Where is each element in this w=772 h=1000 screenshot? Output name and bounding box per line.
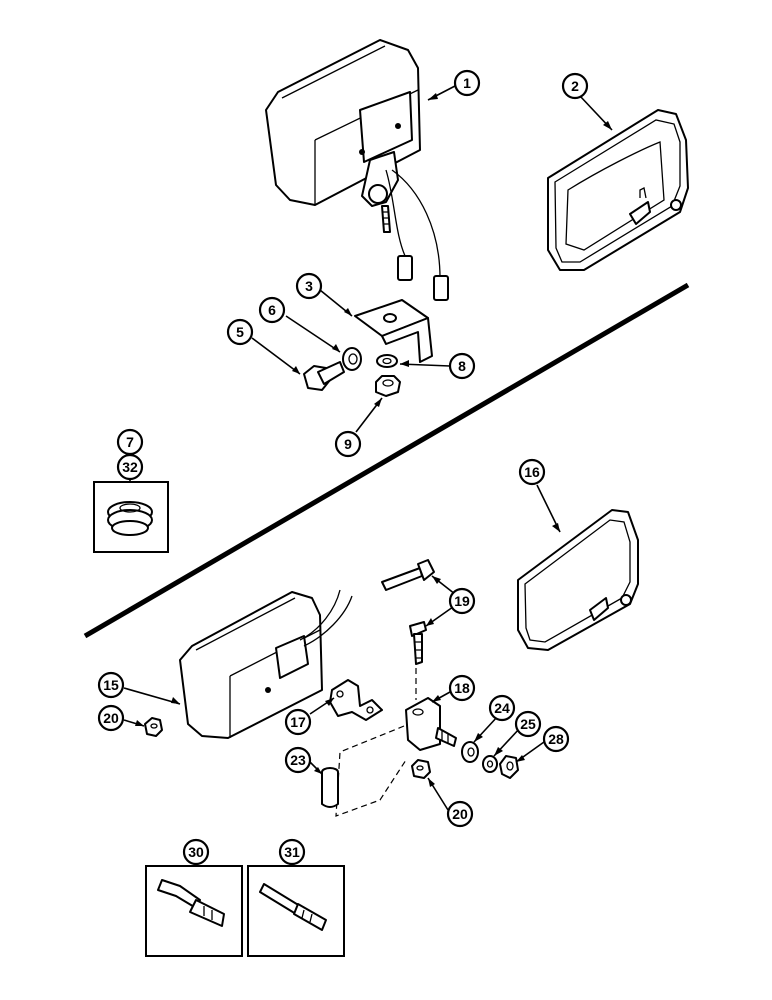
callout-1: 1 — [453, 69, 481, 97]
callout-25: 25 — [514, 710, 542, 738]
leader-lines — [123, 85, 613, 866]
callout-3: 3 — [295, 272, 323, 300]
bolt-5 — [303, 361, 345, 391]
lens-lower — [517, 509, 639, 651]
callout-20-right: 20 — [446, 800, 474, 828]
svg-text:2: 2 — [571, 78, 579, 94]
bolt-19 — [381, 559, 435, 665]
callout-31: 31 — [278, 838, 306, 866]
svg-text:3: 3 — [305, 278, 313, 294]
svg-text:20: 20 — [452, 806, 468, 822]
callout-7: 7 — [116, 428, 144, 456]
nut-9 — [375, 375, 401, 397]
terminal-female-inset — [145, 865, 243, 957]
washer-24 — [461, 741, 479, 763]
nut-20-left — [144, 717, 163, 737]
work-lamp-housing-lower — [179, 589, 353, 739]
callout-32: 32 — [116, 453, 144, 481]
svg-text:15: 15 — [103, 677, 119, 693]
callout-28: 28 — [542, 725, 570, 753]
bracket-17 — [329, 679, 383, 721]
lens-upper — [547, 109, 689, 271]
washer-6 — [342, 347, 362, 371]
callout-6: 6 — [258, 296, 286, 324]
callout-23: 23 — [284, 746, 312, 774]
svg-text:1: 1 — [463, 75, 471, 91]
svg-text:5: 5 — [236, 324, 244, 340]
svg-text:20: 20 — [103, 710, 119, 726]
lockwasher-8 — [376, 354, 398, 368]
callout-16: 16 — [518, 458, 546, 486]
spacer-23 — [321, 767, 339, 808]
nut-20-right — [411, 759, 431, 779]
callout-5: 5 — [226, 318, 254, 346]
svg-text:30: 30 — [188, 844, 204, 860]
grommet-inset — [93, 481, 169, 553]
terminal-male-inset — [247, 865, 345, 957]
svg-text:25: 25 — [520, 716, 536, 732]
svg-text:32: 32 — [122, 459, 138, 475]
bracket-18 — [405, 697, 457, 751]
svg-text:7: 7 — [126, 434, 134, 450]
mounting-bracket — [354, 299, 433, 363]
svg-text:17: 17 — [290, 714, 306, 730]
svg-text:19: 19 — [454, 593, 470, 609]
svg-text:23: 23 — [290, 752, 306, 768]
callout-20-left: 20 — [97, 704, 125, 732]
callout-15: 15 — [97, 671, 125, 699]
callout-8: 8 — [448, 352, 476, 380]
svg-text:16: 16 — [524, 464, 540, 480]
callout-30: 30 — [182, 838, 210, 866]
svg-text:31: 31 — [284, 844, 300, 860]
lockwasher-25 — [482, 755, 498, 773]
callout-24: 24 — [488, 694, 516, 722]
svg-text:9: 9 — [344, 436, 352, 452]
svg-text:28: 28 — [548, 731, 564, 747]
svg-text:6: 6 — [268, 302, 276, 318]
work-lamp-housing-upper — [265, 39, 449, 301]
assembly-dashed-outline — [335, 725, 407, 817]
callout-17: 17 — [284, 708, 312, 736]
separator-line — [83, 282, 690, 639]
callout-19: 19 — [448, 587, 476, 615]
callout-18: 18 — [448, 674, 476, 702]
svg-text:24: 24 — [494, 700, 510, 716]
callout-2: 2 — [561, 72, 589, 100]
callout-9: 9 — [334, 430, 362, 458]
nut-28 — [499, 755, 519, 779]
svg-text:18: 18 — [454, 680, 470, 696]
svg-text:8: 8 — [458, 358, 466, 374]
